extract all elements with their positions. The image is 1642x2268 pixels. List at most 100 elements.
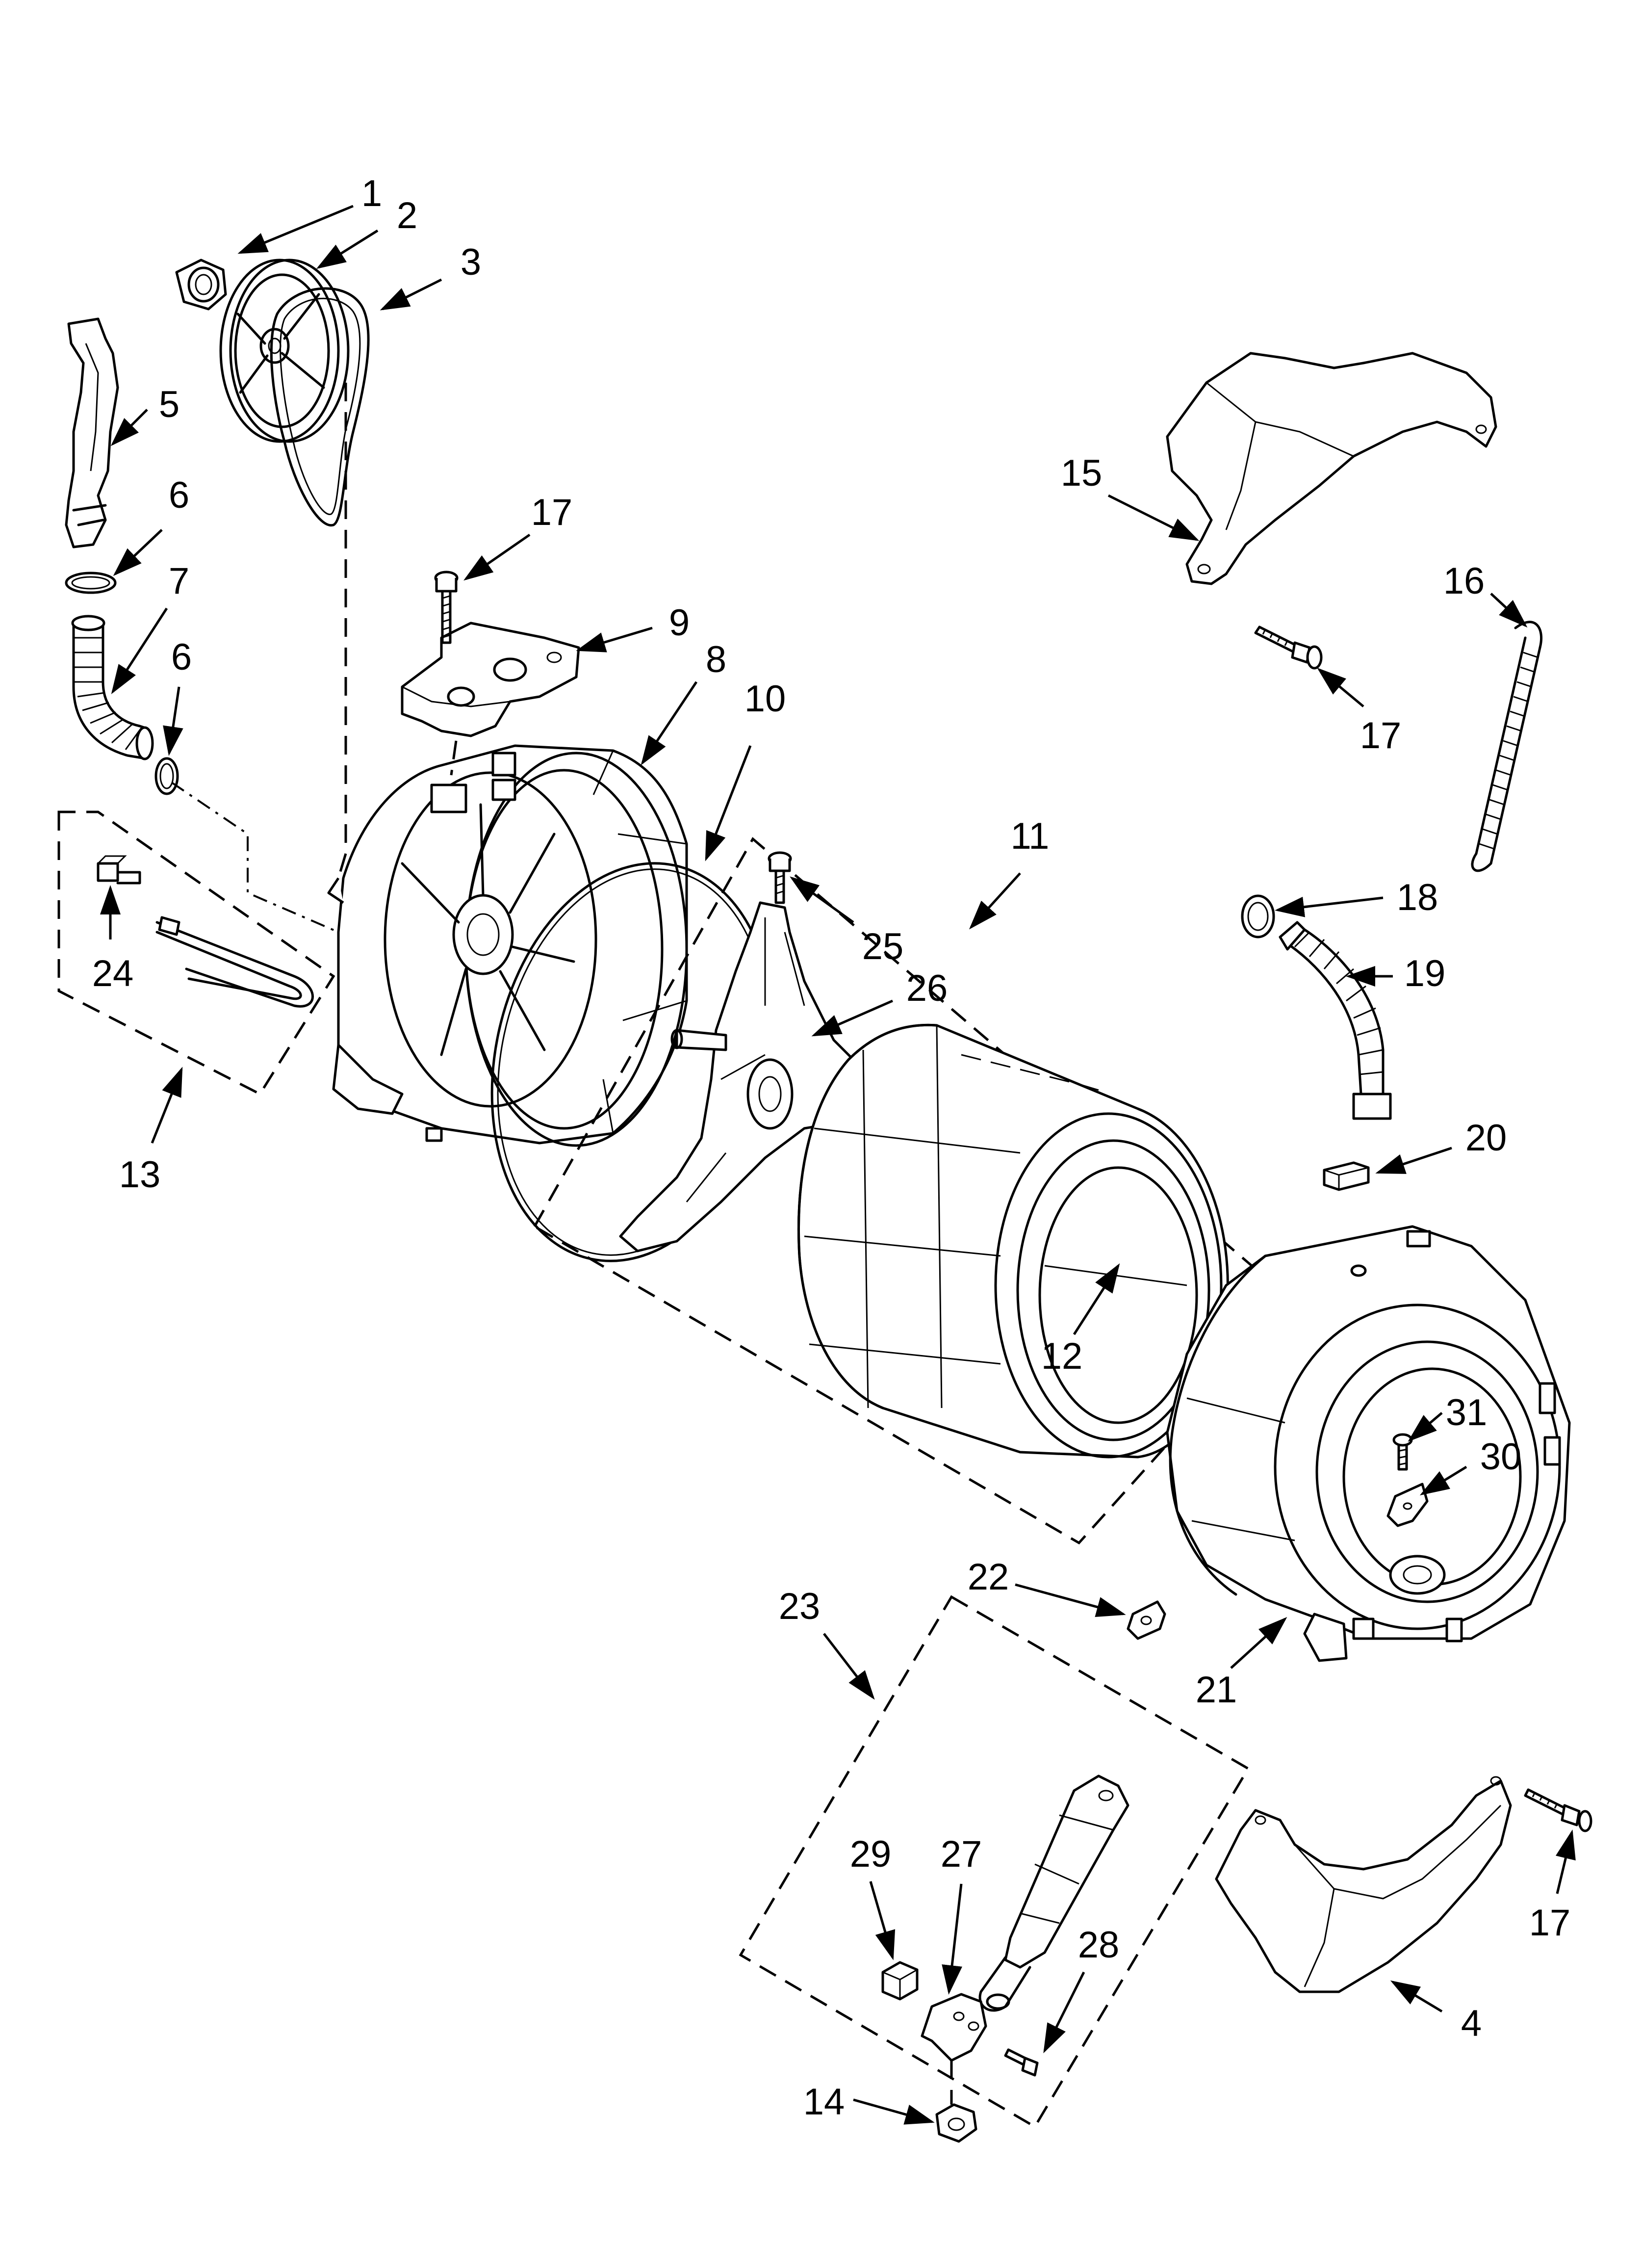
callout-29: 29 — [850, 1833, 892, 1875]
part-13-heater-group — [57, 810, 335, 1096]
part-21-front-tub — [1166, 1225, 1571, 1662]
callout-17-lower: 17 — [1529, 1902, 1571, 1944]
callout-28: 28 — [1078, 1924, 1120, 1966]
leader-10 — [705, 745, 752, 861]
part-8-rear-tub — [327, 744, 688, 1147]
callout-31: 31 — [1446, 1392, 1488, 1434]
callout-8: 8 — [706, 639, 726, 680]
leader-9 — [576, 626, 653, 652]
leader-31 — [1408, 1412, 1443, 1442]
part-17-screw-right — [1254, 626, 1323, 670]
leader-18 — [1275, 896, 1384, 917]
part-2-pulley — [219, 259, 350, 443]
part-4-counterweight — [1215, 1776, 1512, 1993]
callout-22: 22 — [968, 1556, 1009, 1598]
callout-12: 12 — [1041, 1335, 1083, 1377]
callout-14: 14 — [803, 2081, 845, 2123]
leader-25 — [790, 876, 854, 924]
part-6-clamp-lower — [154, 757, 179, 795]
leader-17b — [1317, 668, 1364, 707]
callout-17-right: 17 — [1360, 715, 1402, 756]
leader-14 — [853, 2098, 935, 2125]
callout-6-lower: 6 — [171, 636, 192, 678]
callout-7: 7 — [169, 560, 189, 602]
callout-2: 2 — [397, 195, 417, 236]
part-17-screw-upper — [434, 571, 459, 644]
callout-19: 19 — [1404, 953, 1446, 994]
leader-5 — [110, 409, 148, 446]
callout-15: 15 — [1061, 452, 1103, 494]
callout-4: 4 — [1461, 2003, 1482, 2044]
leader-11 — [969, 872, 1021, 930]
part-7-hose — [71, 615, 154, 760]
part-20-clip — [1323, 1161, 1370, 1191]
callout-5: 5 — [159, 384, 180, 425]
callout-25: 25 — [862, 926, 904, 967]
leader-4 — [1390, 1980, 1443, 2013]
leader-8 — [641, 681, 698, 765]
leader-2 — [316, 229, 379, 269]
callout-16: 16 — [1443, 560, 1485, 602]
part-29-bushing — [881, 1961, 919, 2001]
leader-26 — [811, 999, 894, 1037]
part-6-clamp-upper — [65, 572, 117, 594]
leader-20 — [1375, 1147, 1452, 1174]
callout-17-upper: 17 — [531, 492, 573, 533]
leader-29 — [869, 1881, 896, 1960]
callout-30: 30 — [1480, 1436, 1522, 1478]
part-3-belt — [270, 287, 370, 527]
leader-6b — [163, 686, 183, 756]
part-16-spring — [1471, 621, 1543, 872]
alignment-line-belt — [337, 383, 347, 879]
leader-16 — [1490, 593, 1528, 628]
part-9-bracket — [401, 622, 580, 737]
leader-23 — [823, 1633, 875, 1700]
part-27-bracket — [921, 1993, 987, 2062]
callout-3: 3 — [461, 241, 481, 283]
callout-1: 1 — [361, 173, 382, 214]
part-22-clip — [1127, 1600, 1166, 1640]
part-12-basket — [797, 1023, 1229, 1459]
callout-10: 10 — [744, 678, 786, 720]
leader-27 — [942, 1883, 963, 1995]
leader-22 — [1015, 1583, 1126, 1617]
leader-1 — [237, 205, 354, 254]
callout-6-upper: 6 — [169, 474, 189, 516]
part-19-bellows — [1279, 921, 1392, 1120]
part-5-drain-elbow — [65, 317, 119, 548]
callout-13: 13 — [119, 1154, 161, 1196]
part-15-counterweight — [1166, 352, 1497, 585]
leader-3 — [380, 278, 442, 311]
leader-6a — [113, 529, 163, 576]
callout-21: 21 — [1196, 1669, 1237, 1711]
part-24-sensor — [97, 855, 141, 885]
part-23-damper-group — [739, 1595, 1250, 2129]
leader-28 — [1043, 1971, 1085, 2054]
leader-13 — [151, 1067, 183, 1144]
callout-18: 18 — [1397, 877, 1438, 918]
part-18-clamp — [1241, 894, 1275, 938]
part-17-screw-lower — [1524, 1788, 1592, 1832]
leader-12 — [1073, 1263, 1120, 1335]
callout-labels: 1 2 3 4 5 6 6 7 8 9 10 11 12 13 14 15 16… — [92, 173, 1571, 2123]
part-26-spider — [619, 901, 865, 1252]
leader-17a — [463, 533, 531, 581]
alignment-line-hose — [171, 782, 339, 933]
leader-arrows — [100, 205, 1576, 2125]
leader-15 — [1107, 494, 1200, 541]
callout-26: 26 — [906, 967, 948, 1009]
leader-21 — [1230, 1616, 1287, 1669]
leader-30 — [1419, 1465, 1467, 1496]
callout-23: 23 — [779, 1586, 821, 1627]
leader-7 — [111, 607, 168, 695]
alignment-line-bracket — [450, 740, 458, 776]
part-28-screw — [1004, 2048, 1039, 2077]
leader-17c — [1555, 1829, 1576, 1894]
part-1-nut — [175, 259, 227, 311]
callout-27: 27 — [941, 1833, 982, 1875]
part-31-screw — [1392, 1433, 1413, 1471]
callout-24: 24 — [92, 953, 134, 994]
callout-9: 9 — [669, 602, 690, 644]
callout-20: 20 — [1465, 1117, 1507, 1159]
